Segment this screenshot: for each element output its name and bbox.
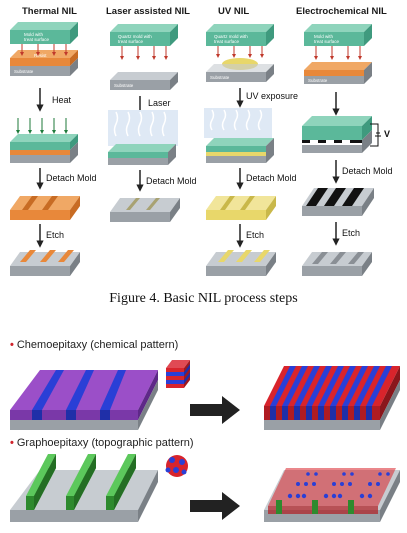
uv-stack-initial: Quartz mold with treat surface Substrate [206, 24, 274, 82]
electro-stack-voltage: V [302, 116, 390, 153]
step-label-heat: Heat [52, 95, 71, 105]
laser-stack-exposure [108, 110, 178, 165]
mold-label-electro-2: treat surface [314, 39, 340, 44]
chemo-assembled-pattern [264, 366, 400, 430]
thermal-stack-detach [10, 196, 80, 220]
uv-stack-exposure [204, 108, 274, 163]
resist-label: Resist [34, 53, 47, 58]
step-label-detach-thermal: Detach Mold [46, 173, 97, 183]
step-label-detach-electro: Detach Mold [342, 166, 393, 176]
step-label-etch-thermal: Etch [46, 230, 64, 240]
grapho-substrate-pattern [10, 454, 158, 522]
electro-stack-etch [302, 252, 372, 276]
uv-stack-detach [206, 196, 276, 220]
substrate-label: Substrate [14, 69, 34, 74]
mold-label-uv-2: treat surface [214, 39, 240, 44]
mold-label-2: treat surface [24, 37, 50, 42]
substrate-label-uv: Substrate [210, 75, 230, 80]
step-label-detach-laser: Detach Mold [146, 176, 197, 186]
step-label-laser: Laser [148, 98, 171, 108]
copolymer-cube-icon [166, 360, 190, 388]
process-arrow-grapho [190, 492, 240, 520]
block-copolymer-diagram [0, 350, 407, 533]
thermal-stack-etch [10, 250, 80, 276]
chemo-substrate-pattern [10, 370, 158, 430]
thermal-stack-initial: Mold with treat surface Resist Substrate [10, 22, 78, 76]
step-label-etch-uv: Etch [246, 230, 264, 240]
substrate-label-laser: Substrate [114, 83, 134, 88]
copolymer-spheres-icon [166, 455, 189, 477]
electro-stack-initial: Mold with treat surface Substrate [304, 24, 372, 84]
nil-process-diagram: Mold with treat surface Resist Substrate [0, 0, 407, 290]
figure-caption: Figure 4. Basic NIL process steps [0, 291, 407, 307]
uv-stack-etch [206, 250, 276, 276]
voltage-label: V [384, 129, 390, 139]
step-label-uv-exposure: UV exposure [246, 91, 298, 101]
step-label-detach-uv: Detach Mold [246, 173, 297, 183]
thermal-stack-heat [10, 118, 78, 163]
grapho-assembled-pattern [264, 468, 400, 522]
electro-stack-detach [302, 188, 374, 216]
laser-stack-detach [110, 198, 180, 222]
mold-label-laser-2: treat surface [118, 39, 144, 44]
substrate-label-electro: Substrate [308, 78, 328, 83]
step-label-etch-electro: Etch [342, 228, 360, 238]
laser-stack-initial: Quartz mold with treat surface Substrate [110, 24, 178, 90]
process-arrow-chemo [190, 396, 240, 424]
